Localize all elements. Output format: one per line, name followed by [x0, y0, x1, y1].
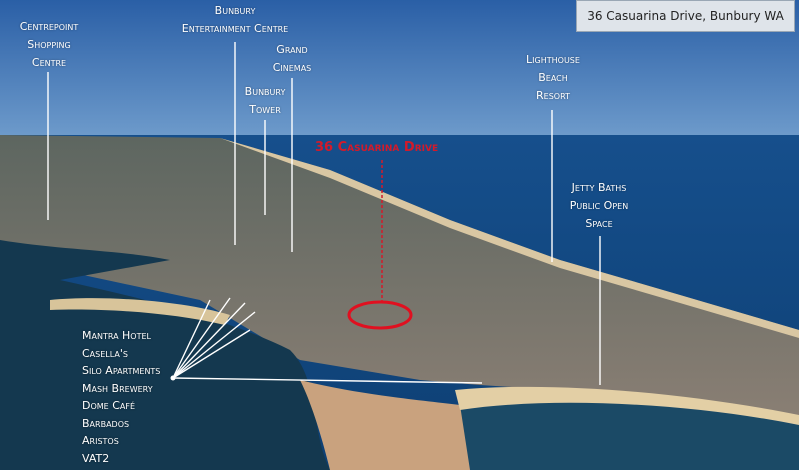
label-line: Lighthouse: [526, 53, 580, 66]
marina-beach: [300, 380, 470, 470]
foreshore: [50, 298, 230, 325]
list-item: Casella's: [82, 346, 128, 360]
address-title-box: 36 Casuarina Drive, Bunbury WA: [576, 0, 795, 32]
label-line: Jetty Baths: [571, 181, 627, 194]
inlet: [460, 402, 799, 470]
label-line: Centrepoint: [19, 20, 79, 33]
leader-lines: [47, 42, 601, 385]
list-item: Dome Café: [82, 399, 136, 412]
list-item: Mantra Hotel: [82, 329, 152, 342]
label-line: Tower: [249, 103, 281, 116]
label-entertainment-centre: Bunbury Entertainment Centre: [182, 2, 288, 38]
label-line: Grand: [276, 43, 308, 56]
list-item: Silo Apartments: [82, 364, 161, 377]
estuary: [0, 240, 330, 470]
subject-label: 36 Casuarina Drive: [315, 140, 439, 155]
list-item: Aristos: [82, 434, 119, 447]
label-line: Shopping: [27, 38, 71, 51]
label-line: Centre: [31, 56, 67, 69]
label-line: Bunbury: [214, 4, 256, 17]
label-centrepoint: Centrepoint Shopping Centre: [20, 18, 79, 72]
list-item: Barbados: [82, 416, 130, 430]
label-line: Resort: [536, 89, 570, 102]
label-line: Cinemas: [272, 61, 312, 74]
label-jetty-baths: Jetty Baths Public Open Space: [570, 179, 628, 233]
label-line: Bunbury: [244, 85, 286, 98]
leader-origin-dot: [170, 375, 176, 381]
subject-property-marker: [347, 300, 413, 330]
beach: [220, 138, 799, 338]
label-bunbury-tower: Bunbury Tower: [245, 83, 286, 119]
label-line: Public Open: [569, 199, 629, 212]
label-lighthouse-resort: Lighthouse Beach Resort: [526, 51, 580, 105]
list-item: Mash Brewery: [82, 381, 153, 395]
label-line: Beach: [538, 71, 568, 84]
label-grand-cinemas: Grand Cinemas: [273, 41, 312, 77]
land: [0, 135, 799, 420]
label-line: Entertainment Centre: [181, 22, 289, 35]
list-item: VAT2: [82, 451, 110, 465]
label-line: Space: [585, 217, 613, 230]
marina-venue-list: Mantra Hotel Casella's Silo Apartments M…: [82, 327, 160, 467]
sand-spit: [455, 386, 799, 425]
